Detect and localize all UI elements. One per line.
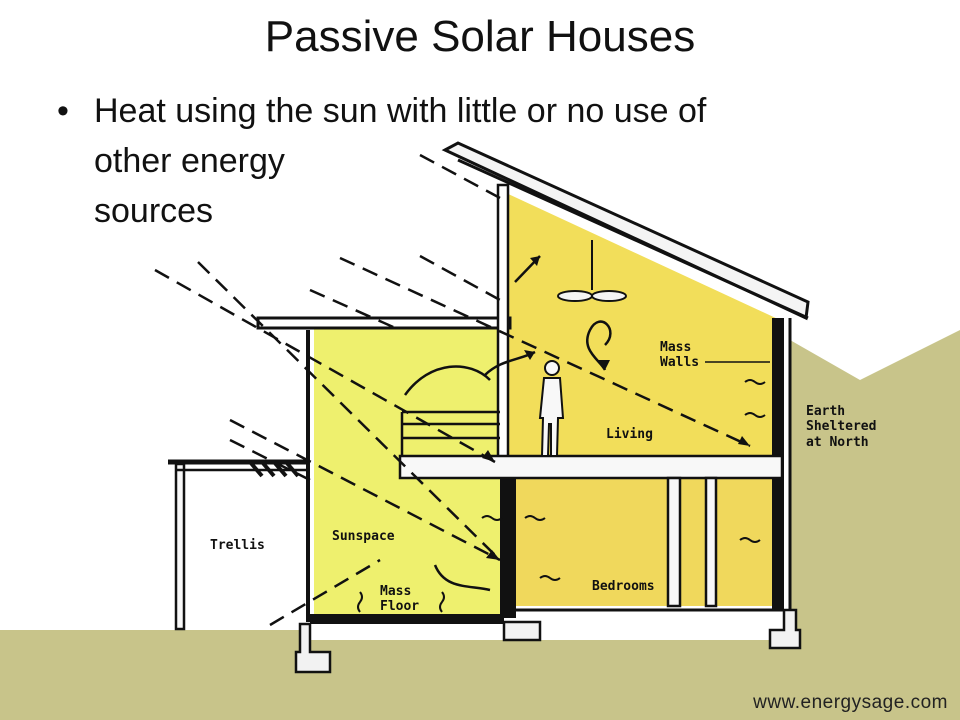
trellis-label: Trellis: [210, 538, 265, 553]
living-label: Living: [606, 427, 653, 442]
earth-label-3: at North: [806, 435, 869, 450]
bedrooms-label: Bedrooms: [592, 579, 655, 594]
bullet-line-3: sources: [94, 192, 214, 230]
earth-label-1: Earth: [806, 404, 845, 419]
bedroom-area: [504, 478, 780, 606]
bullet-line-1: Heat using the sun with little or no use…: [94, 92, 707, 130]
sunspace-mass-floor: [310, 614, 504, 624]
mass-floor-label-2: Floor: [380, 599, 419, 614]
slide-title: Passive Solar Houses: [264, 12, 696, 61]
central-wall-mass: [500, 478, 516, 618]
mass-floor-label-1: Mass: [380, 584, 411, 599]
person-figure-icon: [538, 360, 565, 457]
living-area: [504, 192, 780, 456]
bullet-line-2: other energy: [94, 142, 285, 180]
living-floor-slab: [398, 454, 784, 480]
sunspace-label: Sunspace: [332, 529, 395, 544]
trellis-structure: [168, 459, 308, 631]
mass-walls-label-2: Walls: [660, 355, 699, 370]
roof-fascia: [457, 158, 809, 320]
mass-walls-label-1: Mass: [660, 340, 691, 355]
hillside: [0, 330, 960, 720]
source-credit: www.energysage.com: [753, 692, 948, 713]
radiant-heat-marks: [357, 379, 766, 613]
ray-arrowheads: [482, 436, 750, 560]
support-columns: [666, 476, 718, 608]
bullet-marker: •: [57, 92, 69, 130]
foundation: [294, 608, 802, 674]
ceiling-fan-icon: [557, 240, 627, 302]
bullet-text: Heat using the sun with little or no use…: [94, 86, 824, 236]
earth-label-2: Sheltered: [806, 419, 876, 434]
airflow-arrowheads: [524, 256, 610, 370]
sun-rays: [154, 153, 751, 627]
